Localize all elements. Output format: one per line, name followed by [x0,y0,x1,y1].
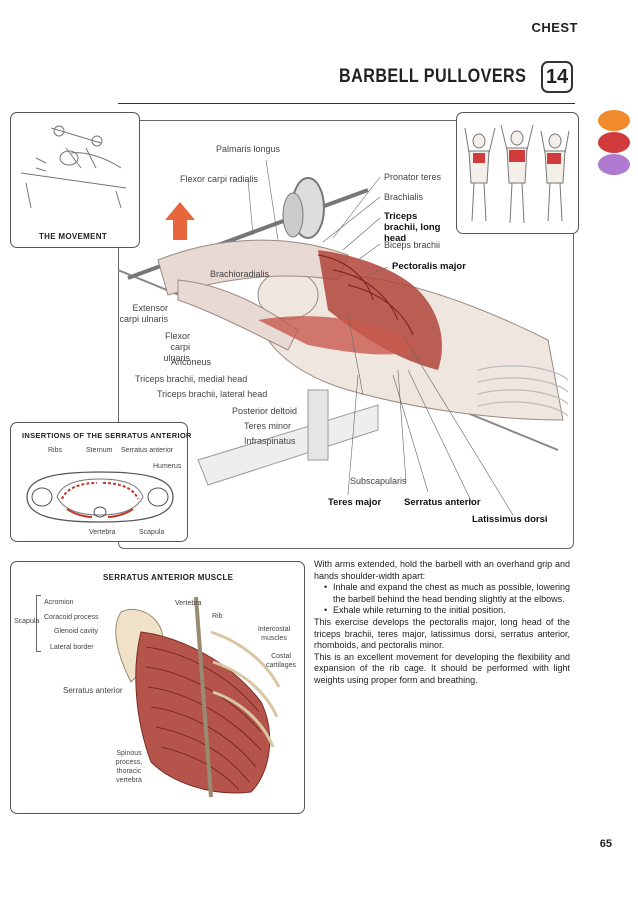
serratus-panel: SERRATUS ANTERIOR MUSCLE Scapula Acromio… [10,561,305,814]
serratus-label-scapula: Scapula [14,618,40,625]
movement-panel: THE MOVEMENT [10,112,140,248]
label-flexor-carpi-ulnaris: Flexor carpi ulnaris [163,331,190,363]
label-triceps-lateral-head: Triceps brachii, lateral head [157,389,268,399]
figures-panel [456,112,579,234]
label-triceps-long-head: Triceps brachii, long head [384,211,441,244]
label-flexor-carpi-radialis: Flexor carpi radialis [180,174,259,184]
label-extensor-carpi-ulnaris: Extensor carpi ulnaris [119,303,168,324]
insertions-label-serratus-anterior: Serratus anterior [121,447,174,454]
serratus-label-intercostal: Intercostal muscles [257,626,291,642]
main-illustration-frame [118,120,574,549]
label-subscapularis: Subscapularis [350,476,407,486]
label-anconeus: Anconeus [171,357,212,367]
insertions-label-humerus: Humerus [153,463,182,470]
serratus-label-vertebra: Vertebra [175,600,202,607]
main-illustration [118,159,569,516]
insertions-label-vertebra: Vertebra [89,529,116,536]
label-pectoralis-major: Pectoralis major [392,261,466,272]
movement-caption: THE MOVEMENT [39,232,108,241]
serratus-caption: SERRATUS ANTERIOR MUSCLE [103,573,234,582]
serratus-label-lateral-border: Lateral border [50,644,94,651]
label-teres-major: Teres major [328,497,382,508]
anatomy-figures [464,124,570,224]
description-intro: With arms extended, hold the barbell wit… [314,559,570,581]
label-brachialis: Brachialis [384,192,424,202]
label-posterior-deltoid: Posterior deltoid [232,406,298,416]
purple-dot [598,154,630,175]
insertions-label-scapula: Scapula [139,529,165,536]
label-palmaris-longus: Palmaris longus [216,144,281,154]
header-rule [118,103,575,104]
movement-sketch [20,125,127,209]
exercise-description: With arms extended, hold the barbell wit… [314,559,570,687]
serratus-label-glenoid: Glenoid cavity [54,628,98,635]
serratus-label-rib: Rib [212,613,223,620]
serratus-label-acromion: Acromion [44,599,74,606]
thorax-cross-section [26,471,174,523]
label-infraspinatus: Infraspinatus [244,436,296,446]
serratus-label-costal-cartilages: Costal cartilages [266,653,296,669]
section-label: CHEST [531,20,578,35]
insertions-label-ribs: Ribs [48,447,63,454]
serratus-label-serratus-anterior: Serratus anterior [63,686,123,695]
orange-dot [598,110,630,131]
label-teres-minor: Teres minor [244,421,292,431]
exercise-number-badge: 14 [541,61,573,93]
label-pronator-teres: Pronator teres [384,172,442,182]
label-latissimus-dorsi: Latissimus dorsi [472,514,548,525]
label-biceps-brachii: Biceps brachii [384,240,441,250]
insertions-label-sternum: Sternum [86,447,113,454]
serratus-label-spinous-process: Spinous process, thoracic vertebra [115,750,143,784]
insertions-caption: INSERTIONS OF THE SERRATUS ANTERIOR [22,431,192,440]
label-brachioradialis: Brachioradialis [210,269,270,279]
scapula-bracket [36,595,41,652]
description-para2: This is an excellent movement for develo… [314,651,570,685]
serratus-label-coracoid: Coracoid process [44,614,99,621]
description-steps: Inhale and expand the chest as much as p… [314,582,570,617]
label-serratus-anterior: Serratus anterior [404,497,481,508]
insertions-panel: INSERTIONS OF THE SERRATUS ANTERIOR Ribs… [10,422,191,542]
description-step: Exhale while returning to the initial po… [324,605,570,617]
label-triceps-medial-head: Triceps brachii, medial head [135,374,248,384]
page-number: 65 [599,838,612,850]
description-step: Inhale and expand the chest as much as p… [324,582,570,605]
serratus-illustration [115,596,281,798]
exercise-title: BARBELL PULLOVERS [338,66,526,87]
red-dot [598,132,630,153]
description-para1: This exercise develops the pectoralis ma… [314,616,570,651]
